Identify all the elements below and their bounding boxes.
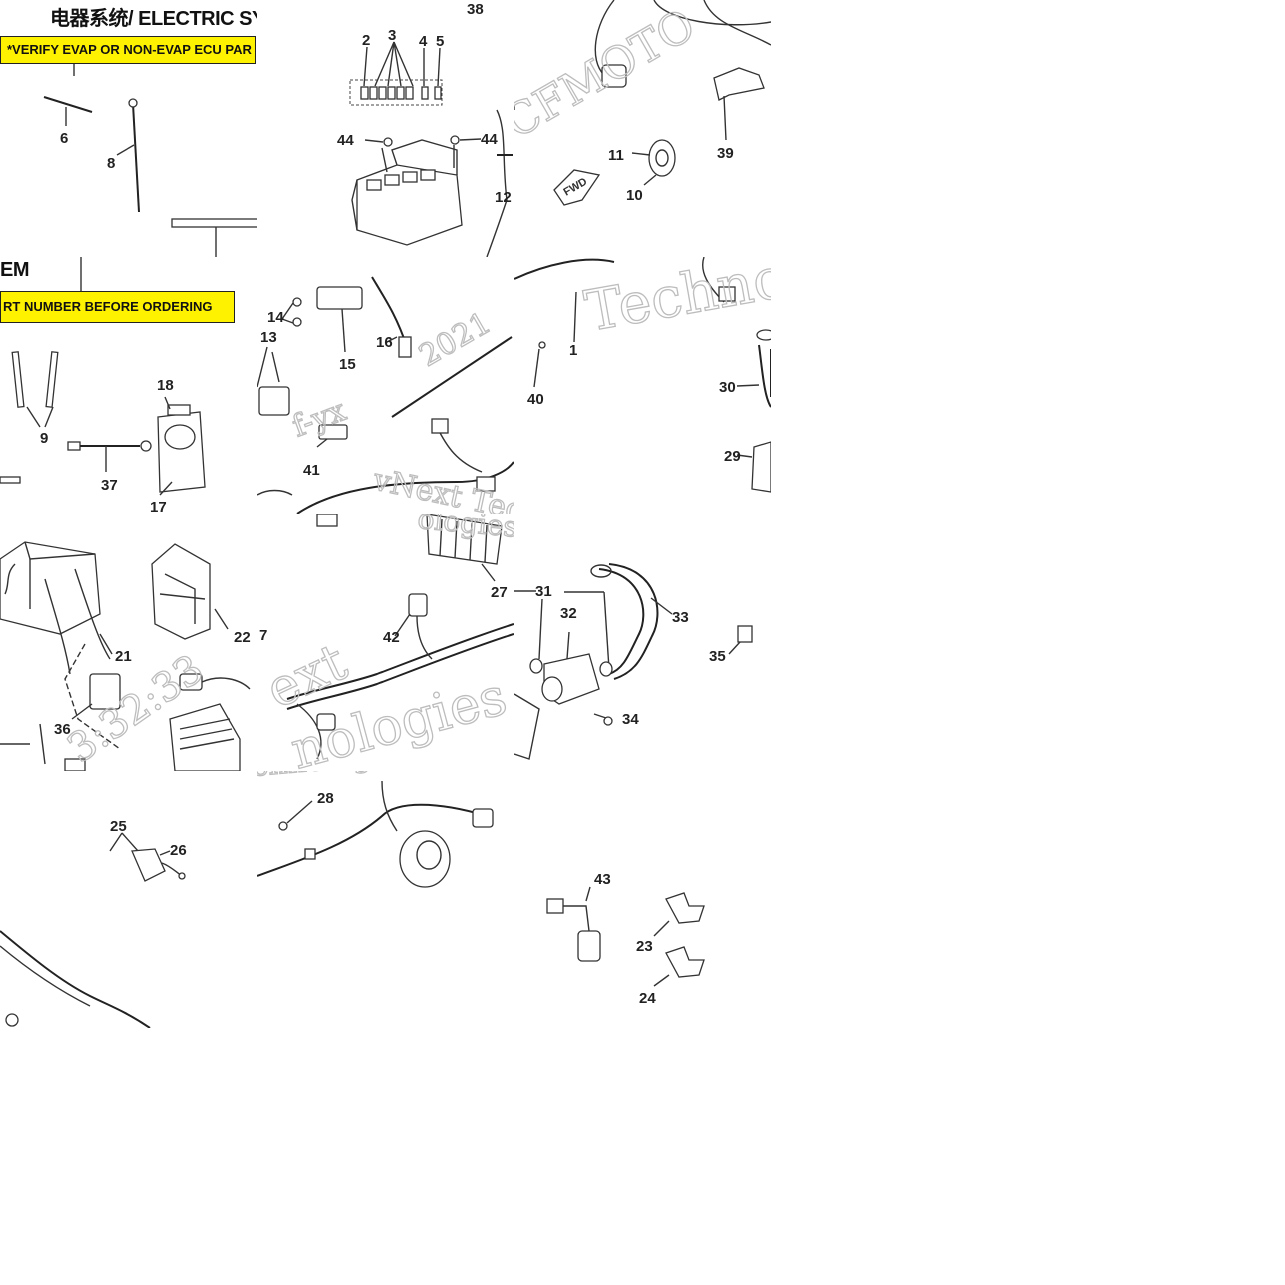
callout-27: 27 [491, 584, 508, 601]
callout-16: 16 [376, 334, 393, 351]
callout-35: 35 [709, 648, 726, 665]
callout-11: 11 [608, 147, 624, 164]
diagram-tile-r1c2: 38 2 3 4 5 44 44 12 [257, 0, 514, 257]
callout-23: 23 [636, 938, 653, 955]
parts-drawing-r4c3: 43 23 24 [546, 871, 705, 1007]
callout-37: 37 [101, 477, 118, 494]
parts-drawing-r4c2: chnologies 28 [257, 771, 494, 888]
watermark-text: Techno [580, 257, 771, 345]
diagram-tile-r2c3: Techno 1 40 30 29 [514, 257, 771, 514]
callout-29: 29 [724, 448, 741, 465]
callout-4: 4 [419, 33, 428, 50]
parts-drawing-r3c1: 3:32:33 21 22 36 [0, 541, 251, 771]
diagram-tile-r3c3: 31 32 33 34 35 [514, 514, 771, 771]
callout-43: 43 [594, 871, 611, 888]
diagram-tile-r4c1: 25 26 [0, 771, 257, 1028]
diagram-tile-r3c1: 3:32:33 21 22 36 [0, 514, 257, 771]
callout-17: 17 [150, 499, 167, 514]
callout-25: 25 [110, 818, 127, 835]
callout-6: 6 [60, 130, 68, 147]
parts-drawing-r3c3: 31 32 33 34 35 [514, 563, 753, 760]
diagram-tile-r2c2: vNext Tec f-yx 2021 14 13 19 15 16 41 [257, 257, 514, 514]
callout-5: 5 [436, 33, 444, 50]
parts-drawing-r4c1: 25 26 [0, 818, 187, 1028]
callout-38: 38 [467, 1, 484, 18]
callout-42: 42 [383, 629, 400, 646]
watermark-text: CFMOTO [514, 0, 704, 149]
callout-32: 32 [560, 605, 577, 622]
diagram-tile-r1c1: 电器系统/ ELECTRIC SYST *VERIFY EVAP OR NON-… [0, 0, 257, 257]
diagram-tile-r4c2: chnologies 28 [257, 771, 514, 1028]
callout-10: 10 [626, 187, 643, 204]
diagram-title: 电器系统/ ELECTRIC SYST [50, 8, 257, 30]
callout-9: 9 [40, 430, 48, 447]
parts-drawing-r1c2: 38 2 3 4 5 44 44 12 [337, 1, 513, 257]
callout-34: 34 [622, 711, 639, 728]
callout-7: 7 [259, 627, 267, 644]
parts-drawing-r1c3: FWD CFMOTO 11 10 39 [514, 0, 771, 206]
callout-22: 22 [234, 629, 251, 646]
diagram-tile-r3c2: ologies ext nologies 7 27 42 [257, 514, 514, 771]
parts-drawing-r2c1: 9 37 18 17 [0, 257, 206, 514]
parts-drawing-r1c1: 6 8 [43, 64, 257, 257]
watermark-text: ext [257, 632, 356, 721]
callout-31: 31 [535, 583, 552, 600]
callout-2: 2 [362, 32, 370, 49]
callout-3: 3 [388, 27, 396, 44]
callout-12: 12 [495, 189, 512, 206]
callout-44-left: 44 [337, 132, 354, 149]
callout-41: 41 [303, 462, 320, 479]
callout-40: 40 [527, 391, 544, 408]
watermark-text: chnologies [257, 771, 415, 784]
callout-30: 30 [719, 379, 736, 396]
parts-drawing-r2c2: vNext Tec f-yx 2021 14 13 19 15 16 41 [257, 276, 514, 514]
callout-14: 14 [267, 309, 284, 326]
callout-39: 39 [717, 145, 734, 162]
callout-21: 21 [115, 648, 132, 665]
callout-44-right: 44 [481, 131, 498, 148]
callout-26: 26 [170, 842, 187, 859]
diagram-tile-r4c3: 43 23 24 [514, 771, 771, 1028]
parts-drawing-r3c2: ologies ext nologies 7 27 42 [257, 514, 514, 771]
warning-banner-bottom: RT NUMBER BEFORE ORDERING [0, 291, 235, 323]
diagram-tile-r2c1: EM RT NUMBER BEFORE ORDERING 9 37 18 17 [0, 257, 257, 514]
parts-drawing-r2c3: Techno 1 40 30 29 [514, 257, 771, 493]
callout-13: 13 [260, 329, 277, 346]
callout-8: 8 [107, 155, 115, 172]
callout-15: 15 [339, 356, 356, 373]
watermark-text: 2021 [414, 305, 498, 373]
warning-banner-top: *VERIFY EVAP OR NON-EVAP ECU PAR [0, 36, 256, 64]
callout-28: 28 [317, 790, 334, 807]
callout-1: 1 [569, 342, 577, 359]
diagram-title-tail: EM [0, 259, 29, 281]
callout-18: 18 [157, 377, 174, 394]
callout-24: 24 [639, 990, 656, 1007]
diagram-tile-r1c3: FWD CFMOTO 11 10 39 [514, 0, 771, 257]
watermark-text: vNext Tec [369, 462, 514, 514]
callout-33: 33 [672, 609, 689, 626]
callout-36: 36 [54, 721, 71, 738]
